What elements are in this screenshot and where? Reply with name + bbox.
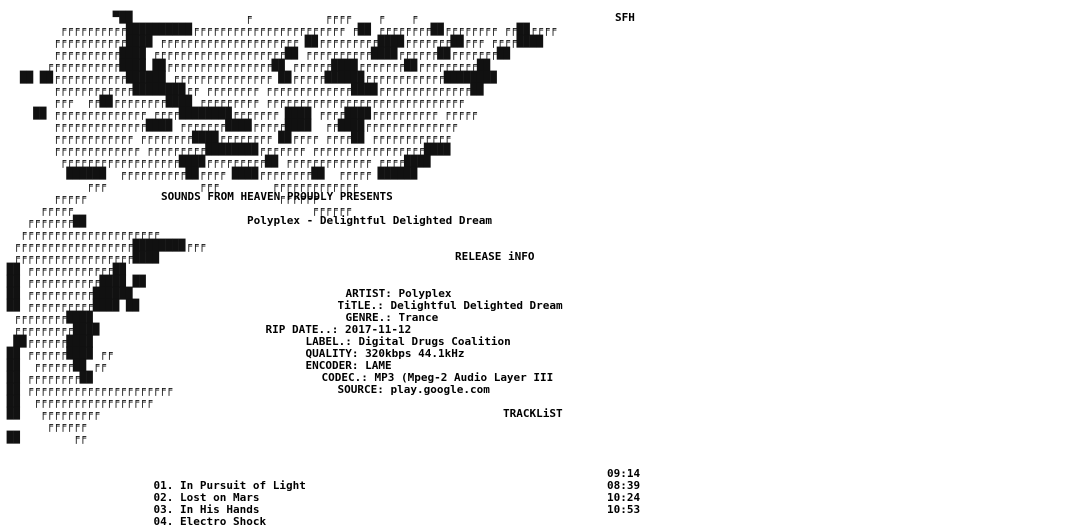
ascii-art-line: ██ ╒╒╒╒╒╒╒╒╒╒╒╒╒╒╒╒╒╒╒╒╒╒ [0,383,173,396]
encoder-row: ENCODER: LAME [279,348,392,384]
artist-value: Polyplex [398,287,452,300]
ascii-art-line: ██ ╒╒╒╒╒╒╒╒╒╒╒████ ██ [0,275,146,288]
ascii-art-line: ╒╒╒╒╒╒╒╒╒╒╒╒╒╒╒╒╒╒████ [0,251,159,264]
ascii-art-line: ╒╒╒╒╒╒╒╒╒╒╒████ ██╒╒╒╒╒╒╒╒╒╒╒╒╒╒╒╒██ ╒╒╒… [0,59,491,72]
track-time-1: 09:14 [607,467,641,480]
presents-line: SOUNDS FROM HEAVEN PROUDLY PRESENTS [161,190,393,203]
track-number: 02. [153,491,174,504]
artist-row: ARTIST: Polyplex [319,276,452,312]
artist-label: ARTIST: [345,287,392,300]
track-time-3: 10:24 [607,491,641,504]
codec-row: CODEC.: MP3 (Mpeg-2 Audio Layer III [295,360,554,396]
ascii-art-line: ╒╒╒╒╒╒╒╒████ [0,311,93,324]
ascii-art-line: ██ ╒╒╒╒╒╒██ ╒╒ [0,359,106,372]
label-label: LABEL.: [305,335,352,348]
rip-date-label: RIP DATE..: [265,323,339,336]
title-value: Delightful Delighted Dream [390,299,563,312]
ascii-art-line: ╒╒╒╒╒╒╒╒╒╒╒╒╒╒████ ╒╒╒╒╒╒╒████╒╒╒╒╒████ … [0,119,457,132]
ascii-art-line: ╒╒╒╒╒ ╒╒╒╒╒╒ [0,191,318,204]
ascii-art-line: ╒╒╒ ╒╒╒ ╒╒╒╒╒╒╒╒╒╒╒╒╒ [0,179,358,192]
track-time-2: 08:39 [607,479,641,492]
genre-row: GENRE.: Trance [319,300,439,336]
track-number: 04. [153,515,174,528]
ascii-art-line: ╒╒╒╒╒╒╒╒╒╒╒╒╒╒╒╒╒╒████╒╒╒╒╒╒╒╒╒██ ╒╒╒╒╒╒… [0,155,431,168]
label-row: LABEL.: Digital Drugs Coalition [279,324,511,360]
ascii-art-line: ██ ╒╒╒╒╒╒╒╒╒╒╒╒╒╒ ╒╒╒╒████████╒╒╒╒╒╒╒ ██… [0,107,477,120]
codec-label: CODEC.: [321,371,368,384]
ascii-art-line: ██ ╒╒╒╒╒╒████ ╒╒ [0,347,113,360]
group-tag: SFH [615,11,635,24]
source-row: SOURCE: play.google.com [311,372,490,408]
rip-date-value: 2017-11-12 [344,323,412,336]
ascii-art-line: ╒╒╒╒╒╒╒╒╒╒╒╒ ╒╒╒╒╒╒╒╒████╒╒╒╒╒╒╒╒ ██╒╒╒╒… [0,131,451,144]
ascii-art-line: ██ ██╒╒╒╒╒╒╒╒╒╒╒██████ ╒╒╒╒╒╒╒╒╒╒╒╒╒╒╒ █… [0,71,497,84]
ascii-art-line: ██ ╒╒ [0,431,87,444]
track-title: Lost on Mars [180,491,260,504]
ascii-art-line: ╒╒╒╒╒╒╒██ [0,215,87,228]
ascii-art-line: ╒╒╒╒╒╒╒╒╒╒██████████╒╒╒╒╒╒╒╒╒╒╒╒╒╒╒╒╒╒╒╒… [0,23,557,36]
title-row: TiTLE.: Delightful Delighted Dream [311,288,563,324]
track-row-3: 03. In His Hands [127,492,260,528]
track-time-4: 10:53 [607,503,641,516]
release-info-heading: RELEASE iNFO [455,250,535,263]
ascii-art-line: ╒╒╒╒╒╒ [0,419,87,432]
ascii-art-line: ██████ ╒╒╒╒╒╒╒╒╒╒██╒╒╒╒ ████╒╒╒╒╒╒╒╒██ ╒… [0,167,418,180]
ascii-art-line: ██ ╒╒╒╒╒╒╒╒╒╒████ ██ [0,299,140,312]
title-label: TiTLE.: [337,299,384,312]
genre-value: Trance [398,311,439,324]
ascii-art-line: ╒╒╒╒╒╒╒╒╒╒╒╒╒╒╒╒╒╒████████╒╒╒ [0,239,206,252]
quality-value: 320kbps 44.1kHz [365,347,465,360]
ascii-art-line: ╒╒╒╒╒╒╒╒╒╒╒████ ╒╒╒╒╒╒╒╒╒╒╒╒╒╒╒╒╒╒╒╒╒ ██… [0,35,544,48]
ascii-art-line: ╒╒╒ ╒╒██╒╒╒╒╒╒╒╒████ ╒╒╒╒╒╒╒╒╒ ╒╒╒╒╒╒╒╒╒… [0,95,464,108]
genre-label: GENRE.: [345,311,392,324]
track-title: In His Hands [180,503,260,516]
codec-value: MP3 (Mpeg-2 Audio Layer III [374,371,554,384]
ascii-art-line: ╒╒╒╒╒╒╒╒╒╒████ ╒╒╒╒╒╒╒╒╒╒╒╒╒╒╒╒╒╒╒╒██ ╒╒… [0,47,510,60]
tracklist-heading: TRACKLiST [503,407,563,420]
track-row-2: 02. Lost on Mars [127,480,260,516]
source-value: play.google.com [390,383,490,396]
track-number: 03. [153,503,174,516]
ascii-art-line: ██ ╒╒╒╒╒╒╒╒╒╒╒╒╒██ [0,263,126,276]
ascii-art-line: ╒╒╒╒╒╒╒╒╒████ [0,323,100,336]
ascii-art-line: ▀██ ╒ ╒╒╒╒ ╒ ╒ [0,11,418,24]
track-number: 01. [153,479,174,492]
ascii-art-line: ╒╒╒╒╒ ╒╒╒╒╒╒ [0,203,351,216]
encoder-value: LAME [365,359,392,372]
ascii-art-line: ██ ╒╒╒╒╒╒╒╒╒╒╒╒╒╒╒╒╒╒ [0,395,153,408]
track-title: In Pursuit of Light [180,479,306,492]
ascii-art-line: ╒╒╒╒╒╒╒╒╒╒╒╒╒╒╒╒╒╒╒╒╒ [0,227,159,240]
track-row-1: 01. In Pursuit of Light [127,468,306,504]
label-value: Digital Drugs Coalition [358,335,511,348]
ascii-art-line: ██ ╒╒╒╒╒╒╒╒╒╒██████ [0,287,133,300]
ascii-art-line: ██ ╒╒╒╒╒╒╒╒██ [0,371,93,384]
encoder-label: ENCODER: [305,359,359,372]
track-row-4: 04. Electro Shock [127,504,267,528]
source-label: SOURCE: [337,383,384,396]
quality-label: QUALITY: [305,347,359,360]
ascii-art-line: ██╒╒╒╒╒╒████ [0,335,93,348]
ascii-art-line: ╒╒╒╒╒╒╒╒╒╒╒╒████████╒╒ ╒╒╒╒╒╒╒╒ ╒╒╒╒╒╒╒╒… [0,83,484,96]
release-title: Polyplex - Delightful Delighted Dream [247,214,493,227]
quality-row: QUALITY: 320kbps 44.1kHz [279,336,465,372]
ascii-art-line: ██ ╒╒╒╒╒╒╒╒╒ [0,407,100,420]
ascii-art-line: ╒╒╒╒╒╒╒╒╒╒╒╒╒ ╒╒╒╒╒╒╒╒╒████████╒╒╒╒╒╒╒ ╒… [0,143,451,156]
track-title: Electro Shock [180,515,267,528]
rip-date-row: RIP DATE..: 2017-11-12 [239,312,412,348]
